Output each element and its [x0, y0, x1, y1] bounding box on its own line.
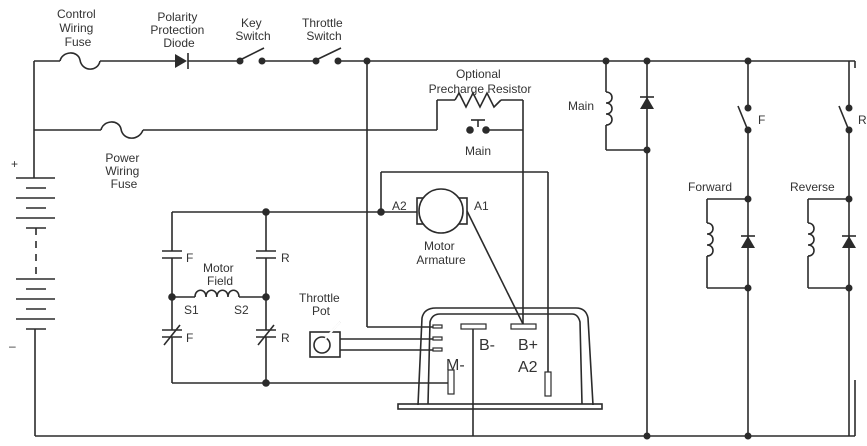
battery-plus-label: + — [11, 157, 18, 171]
forward-coil-label: Forward — [688, 180, 732, 194]
controller-b-minus-label: B- — [479, 337, 495, 354]
polarity-protection-diode — [175, 53, 189, 69]
forward-switch-label: F — [758, 113, 765, 127]
motor-armature-label: Motor Armature — [416, 239, 466, 267]
main-coil-label: Main — [568, 99, 594, 113]
forward-branch — [706, 57, 755, 440]
throttle-switch — [312, 47, 342, 65]
controller-a2-label: A2 — [518, 359, 538, 376]
contact-r-bottom-label: R — [281, 331, 290, 345]
reverse-branch — [807, 61, 856, 436]
throttle-pot — [309, 321, 433, 358]
main-contact — [466, 119, 523, 134]
motor-controller — [397, 307, 603, 436]
contact-r-top-label: R — [281, 251, 290, 265]
precharge-resistor-label: Optional Precharge Resistor — [429, 67, 532, 96]
control-wiring-fuse-label: Control Wiring Fuse — [57, 7, 99, 49]
armature-a1-label: A1 — [474, 199, 489, 213]
key-switch — [236, 47, 266, 65]
contact-f-bottom-label: F — [186, 331, 193, 345]
throttle-switch-label: Throttle Switch — [302, 16, 346, 43]
armature-a2-label: A2 — [392, 199, 407, 213]
controller-m-minus-label: M- — [446, 357, 465, 374]
power-line — [34, 121, 437, 139]
power-wiring-fuse-label: Power Wiring Fuse — [105, 151, 142, 191]
throttle-pot-label: Throttle Pot — [299, 291, 343, 318]
control-line — [34, 60, 856, 68]
motor-armature — [416, 188, 524, 325]
control-wiring-fuse — [59, 52, 101, 70]
reverse-switch-label: R — [858, 113, 867, 127]
a2-loop-wire — [380, 171, 549, 372]
key-switch-label: Key Switch — [235, 16, 270, 43]
contact-f-top-label: F — [186, 251, 193, 265]
field-s1-label: S1 — [184, 303, 199, 317]
field-s2-label: S2 — [234, 303, 249, 317]
battery — [16, 61, 55, 436]
controller-b-plus-label: B+ — [518, 337, 538, 354]
main-coil — [602, 57, 654, 440]
battery-minus-label: – — [9, 339, 16, 353]
main-contact-label: Main — [465, 144, 491, 158]
polarity-protection-diode-label: Polarity Protection Diode — [150, 10, 207, 50]
motor-field-label: Motor Field — [203, 261, 237, 288]
precharge-resistor — [436, 91, 524, 130]
reverse-coil-label: Reverse — [790, 180, 835, 194]
field-network — [162, 208, 450, 387]
